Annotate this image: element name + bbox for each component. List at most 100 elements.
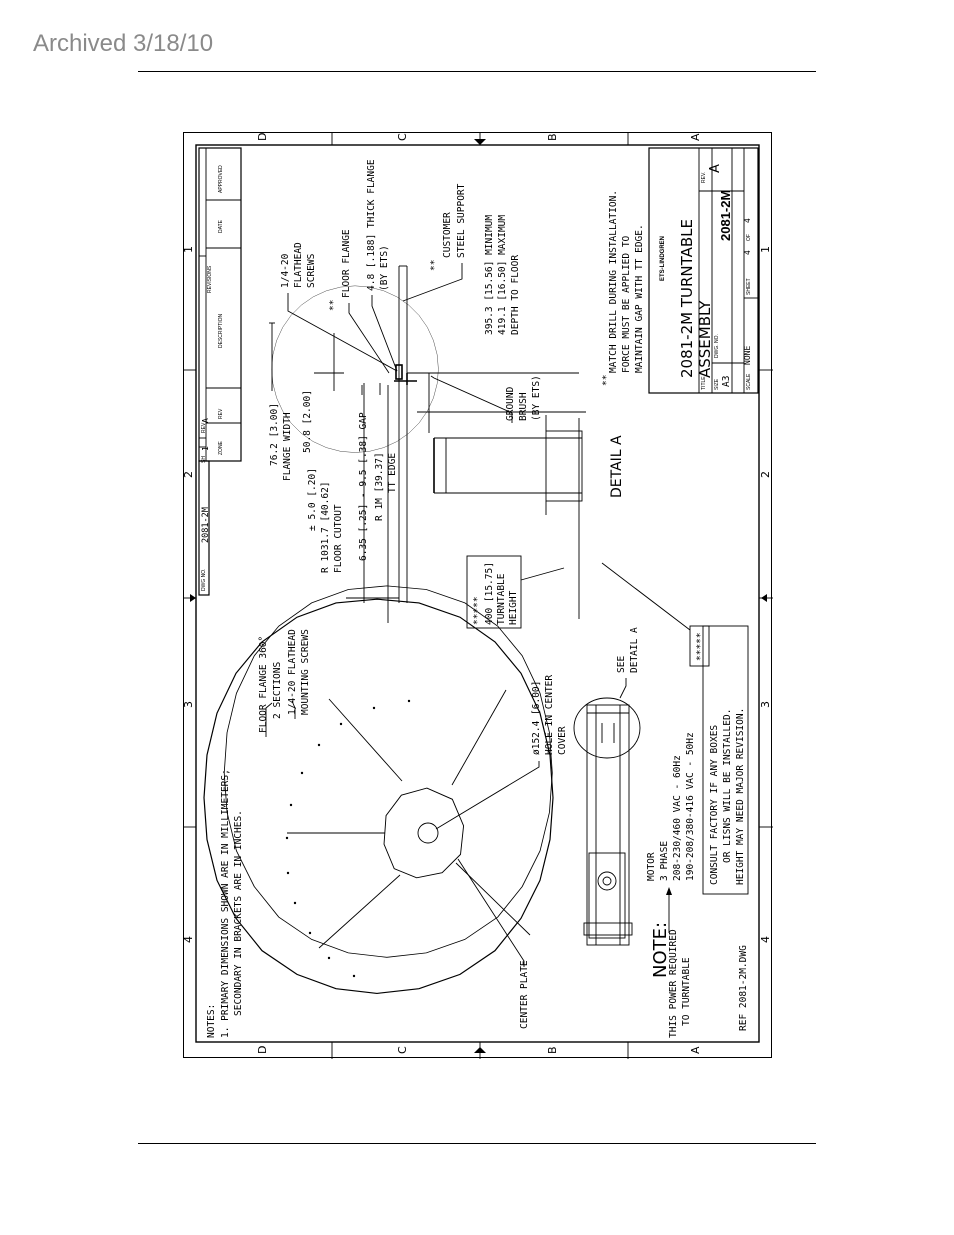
zone-letter-top-c: C [396,133,409,141]
consult-stars-box [689,625,710,667]
center-hole [417,822,439,844]
turntable-side-view [583,704,633,946]
flange-holes [285,699,411,978]
detail-a-callout-circle [573,697,641,759]
dwg-no-label: DWG. NO. [714,334,720,358]
height-label-2: HEIGHT [508,590,519,625]
floor-flange-label-1: FLOOR FLANGE 360° [258,636,269,733]
power-note-line-2: TO TURNTABLE [681,957,692,1026]
detail-a-geometry [387,265,583,623]
height-value: 400 [15.75] [484,562,495,625]
see-detail-label-1: SEE [616,656,627,673]
tt-edge-label-2: TT EDGE [387,453,398,493]
floor-cutout-label-3: FLOOR CUTOUT [333,504,344,573]
floor-flange-label-2: 2 SECTIONS [272,662,283,719]
consult-leader [601,562,691,631]
scale-value: NONE [743,346,752,365]
height-stars: ***** [472,596,483,625]
zone-number-left-2: 2 [184,471,195,478]
title-label: TITLE [701,376,707,390]
zone-letter-top-b: B [546,133,559,141]
hole-leader [435,761,540,830]
notes-line2: SECONDARY IN BRACKETS ARE IN INCHES. [233,810,244,1016]
flange-width-label-2: FLANGE WIDTH [282,412,293,481]
archived-header: Archived 3/18/10 [33,30,214,57]
consult-stars: ***** [695,632,706,661]
zone-number-left-3: 3 [184,701,195,708]
detail-a-dimension-lines [269,322,586,603]
hole-label-2: HOLE IN CENTER [544,675,555,755]
height-label-1: TURNTABLE [496,573,507,625]
revisions-title: REVISIONS [207,265,213,293]
rev-col-zone: ZONE [218,440,224,455]
mounting-leader [291,700,296,719]
sheet-total: 4 [743,218,752,223]
bottom-rule [138,1143,816,1144]
center-plate-label: CENTER PLATE [519,960,530,1029]
match-drill-star: ** [601,375,612,386]
ground-brush-label-2: BRUSH [518,392,529,421]
turntable-plan-view [271,285,439,453]
flange-width-label-1: 76.2 [3.00] [269,403,280,466]
zone-letter-bottom-d: D [256,1046,269,1054]
customer-support-star: ** [429,260,440,271]
floor-flange-detail-label: FLOOR FLANGE [341,229,352,298]
revision-block: REVISIONS ZONE REV DESCRIPTION DATE APPR… [198,147,242,596]
zone-arrows [190,139,767,1053]
rev-rev-value: A [201,418,210,423]
zone-letter-top-d: D [256,133,269,141]
rev-dwg-value: 2081-2M [201,507,211,543]
floor-flange-star: ** [328,300,339,311]
mounting-screws-label-1: 1/4-20 FLATHEAD [287,629,298,715]
customer-support-leader [402,263,463,302]
screws-leader [287,293,398,372]
zone-number-left-1: 1 [184,246,195,253]
rev-dwg-label: DWG NO. [201,569,207,592]
plan-disc [203,585,554,994]
consult-line-1: CONSULT FACTORY IF ANY BOXES [709,725,720,885]
customer-support-label-2: STEEL SUPPORT [456,183,467,258]
rev-rev-label: REV [201,422,207,433]
top-rule [138,71,816,72]
floor-flange-detail-leader [348,303,390,374]
power-note-line-1: THIS POWER REQUIRED [668,929,679,1038]
zone-letter-bottom-b: B [546,1046,559,1054]
title-block: ETS-LINDGREN TITLE 2081-2M TURNTABLE ASS… [648,147,759,394]
floor-cutout-label-2: R 1031.7 [40.62] [320,481,331,573]
zone-number-right-3: 3 [759,701,772,708]
flathead-screws-label-1: 1/4-20 [280,253,291,288]
zone-number-right-2: 2 [759,471,772,478]
zone-number-right-1: 1 [759,246,772,253]
zone-letter-top-a: A [689,133,702,141]
drawing-title-2: ASSEMBLY [696,300,714,378]
power-note-title: NOTE: [650,922,671,978]
drawing-sheet: D C B A D C B A 1 2 3 4 1 2 3 4 REVISION… [183,132,773,1059]
sheet-value: 4 [743,250,752,255]
notes-line1: 1. PRIMARY DIMENSIONS SHOWN ARE IN MILLI… [220,769,231,1038]
drawing-svg: D C B A D C B A 1 2 3 4 1 2 3 4 REVISION… [184,133,773,1059]
height-leader [520,567,565,581]
customer-support-label-1: CUSTOMER [442,212,453,258]
thick-flange-leader [371,295,398,372]
floor-cutout-label-1: ± 5.0 [.20] [307,468,318,531]
flathead-screws-label-2: FLATHEAD [293,242,304,288]
see-detail-leader [619,678,627,699]
consult-line-3: HEIGHT MAY NEED MAJOR REVISION. [735,708,746,885]
size-value: A3 [721,376,732,387]
rev-sh-value: 1 [201,446,210,451]
flathead-screws-label-3: SCREWS [306,253,317,288]
thick-flange-label-2: (BY ETS) [379,245,390,291]
dwg-no-value: 2081-2M [718,190,733,241]
company-name: ETS-LINDGREN [660,236,666,281]
mounting-screws-label-2: MOUNTING SCREWS [300,629,311,715]
zone-letter-bottom-c: C [396,1046,409,1054]
ground-brush-leader [430,375,513,423]
rev-col-approved: APPROVED [218,165,224,193]
scale-label: SCALE [746,373,752,390]
height-box [466,555,522,629]
consult-line-2: OR LISNS WILL BE INSTALLED. [722,709,733,863]
zone-number-right-4: 4 [759,936,772,943]
depth-label-3: DEPTH TO FLOOR [510,255,521,335]
rev-col-rev: REV [218,408,224,419]
detail-a-title: DETAIL A [609,435,625,498]
